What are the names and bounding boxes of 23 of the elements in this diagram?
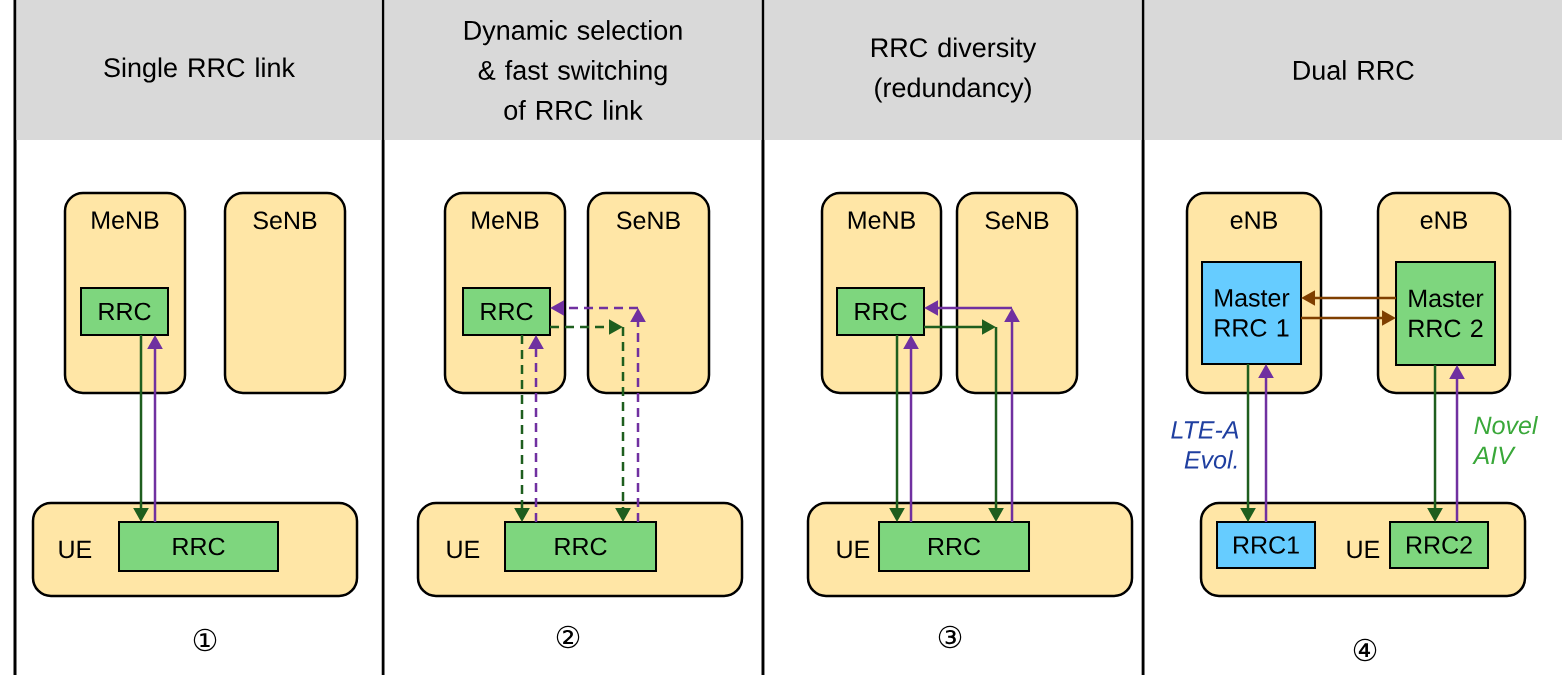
base-station-box: SeNB bbox=[955, 191, 1079, 395]
header-band: Dual RRC bbox=[1144, 0, 1562, 140]
rrc-box: RRC bbox=[836, 287, 925, 336]
step-number: ③ bbox=[938, 625, 962, 649]
base-station-box: SeNB bbox=[223, 191, 347, 395]
rrc-box: RRC bbox=[504, 521, 657, 572]
base-station-box: SeNB bbox=[586, 191, 711, 395]
header-band: Dynamic selection & fast switching of RRC link bbox=[384, 0, 762, 140]
line-label: LTE-A Evol. bbox=[1171, 421, 1239, 469]
step-number: ② bbox=[556, 625, 580, 649]
rrc-box: RRC bbox=[462, 287, 551, 336]
header-band: RRC diversity (redundancy) bbox=[764, 0, 1142, 140]
rrc-box: RRC bbox=[878, 521, 1030, 572]
header-band: Single RRC link bbox=[16, 0, 382, 140]
rrc-box: RRC bbox=[80, 287, 169, 336]
step-number: ① bbox=[193, 628, 217, 652]
rrc-box: RRC2 bbox=[1389, 521, 1489, 569]
rrc-box: RRC bbox=[118, 521, 279, 572]
line-label: Novel AIV bbox=[1472, 415, 1538, 465]
step-number: ④ bbox=[1353, 638, 1377, 662]
rrc-box: Master RRC 1 bbox=[1201, 261, 1302, 365]
rrc-box: Master RRC 2 bbox=[1395, 261, 1496, 366]
rrc-box: RRC1 bbox=[1216, 521, 1316, 569]
